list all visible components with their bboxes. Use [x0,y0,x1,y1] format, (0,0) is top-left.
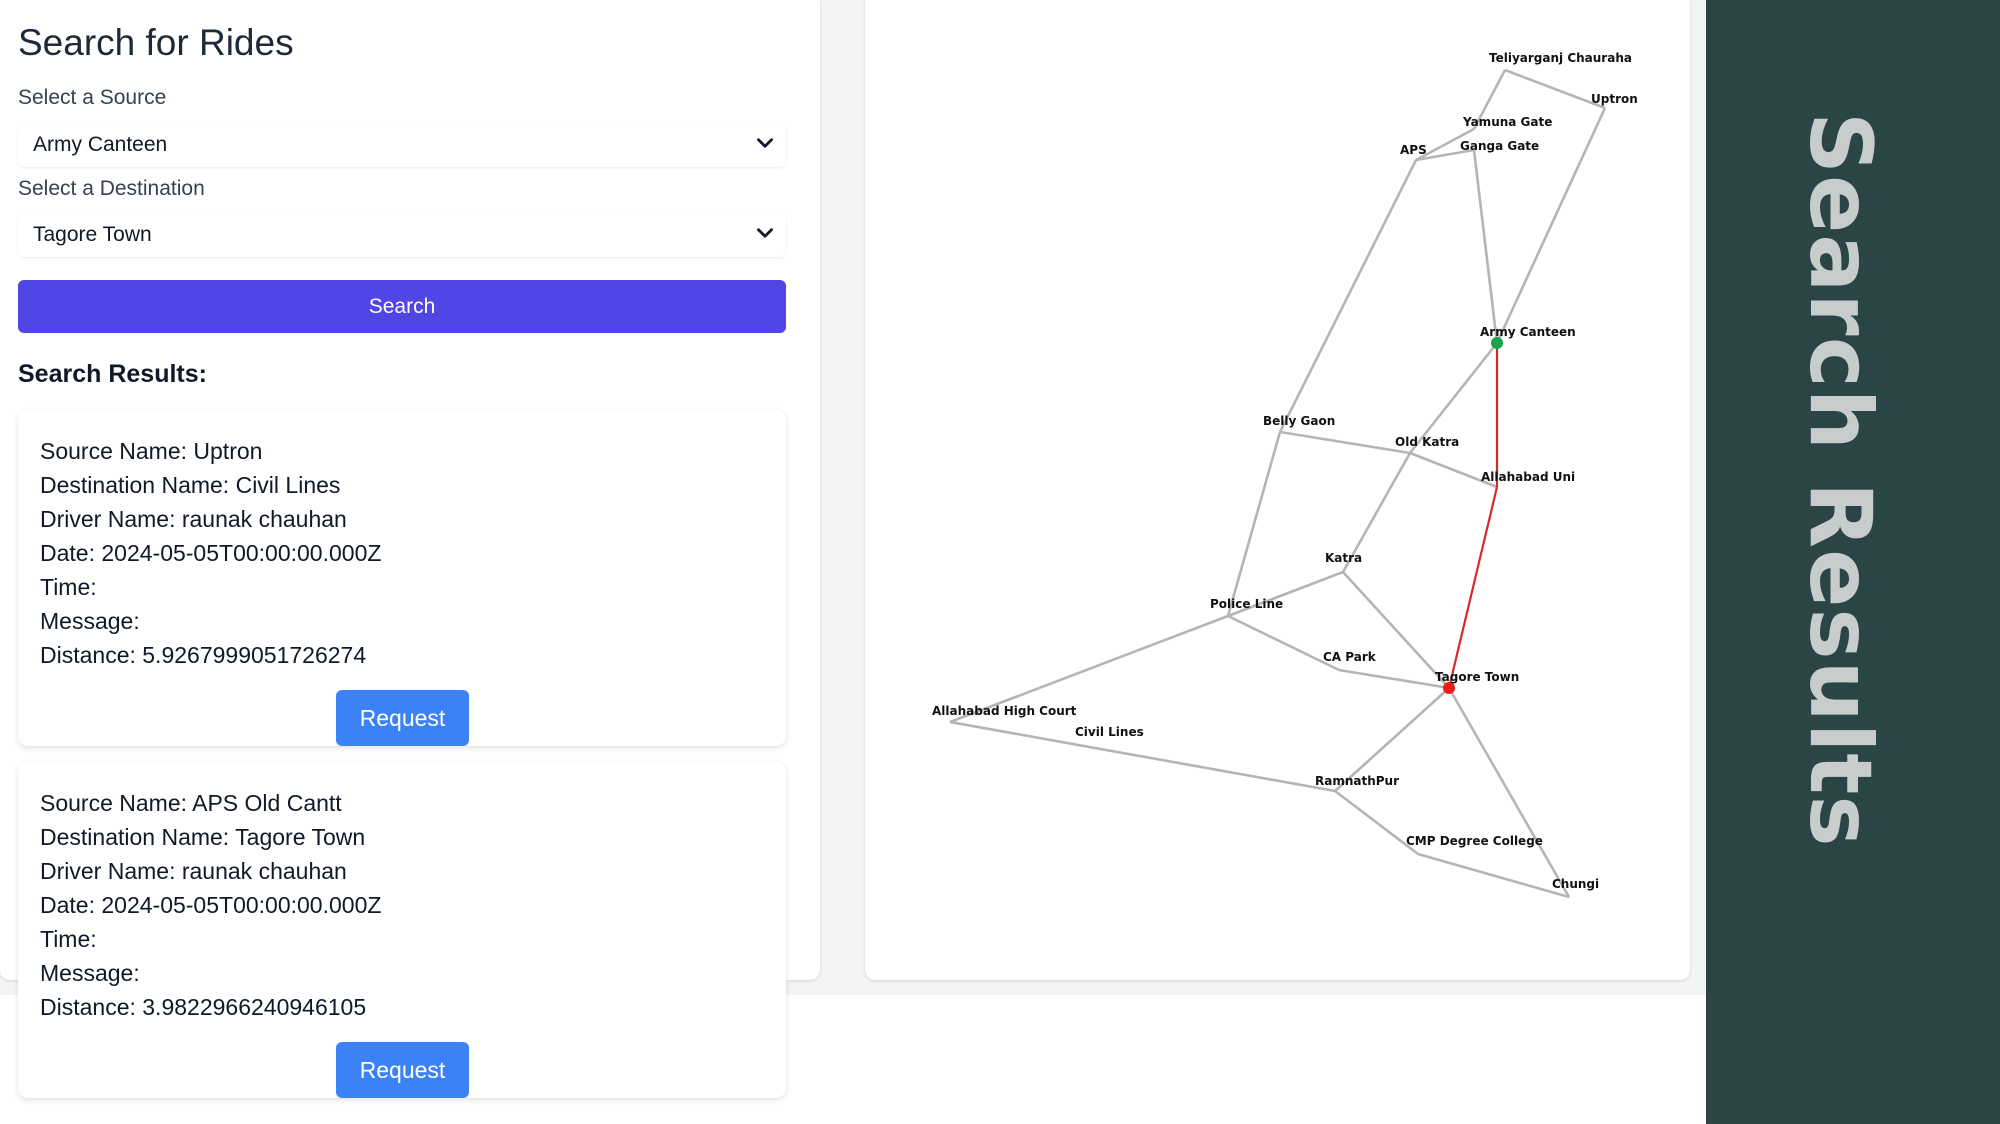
map-edge [1415,127,1475,162]
ride-distance: Distance: 3.9822966240946105 [40,994,367,1020]
map-node-label: Katra [1325,551,1362,565]
map-edge [1338,668,1450,690]
map-node-label: Ganga Gate [1460,139,1539,153]
ride-source: Source Name: APS Old Cantt [40,790,342,816]
map-node-label: Army Canteen [1480,325,1576,339]
map-edge [1447,687,1571,898]
destination-marker [1443,682,1455,694]
map-edge [1409,451,1498,489]
ride-date: Date: 2024-05-05T00:00:00.000Z [40,540,382,566]
map-edge [1226,431,1282,617]
map-node-label: Uptron [1591,92,1638,106]
map-edge [1472,149,1499,344]
map-edge [1415,148,1475,162]
source-select[interactable]: Army Canteen [18,121,786,167]
map-node-label: Allahabad Uni [1481,470,1575,484]
map-node-label: Old Katra [1395,435,1459,449]
chevron-down-icon [757,138,773,148]
destination-label: Select a Destination [18,177,205,200]
map-edge [1495,107,1607,344]
map-node-label: Police Line [1210,597,1283,611]
ride-destination: Destination Name: Tagore Town [40,824,366,850]
ride-driver: Driver Name: raunak chauhan [40,506,347,532]
ride-distance: Distance: 5.9267999051726274 [40,642,367,668]
request-button[interactable]: Request [336,1042,469,1098]
map-edge [949,720,1336,793]
sidebar [1706,0,2000,1124]
map-edge [1278,159,1418,433]
ride-date: Date: 2024-05-05T00:00:00.000Z [40,892,382,918]
source-marker [1491,337,1503,349]
map-node-label: APS [1400,143,1427,157]
ride-time: Time: [40,574,97,600]
map-edge [1408,342,1499,454]
map-node-label: Belly Gaon [1263,414,1335,428]
map-edge [949,614,1229,724]
request-button[interactable]: Request [336,690,469,746]
map-node-label: CMP Degree College [1406,834,1543,848]
ride-card: Source Name: APS Old Cantt Destination N… [18,762,786,1098]
search-button[interactable]: Search [18,280,786,333]
source-label: Select a Source [18,86,167,109]
map-node-label: Allahabad High Court [932,704,1077,718]
map-edge [1334,687,1450,792]
destination-select[interactable]: Tagore Town [18,211,786,257]
ride-time: Time: [40,926,97,952]
map-node-label: CA Park [1323,650,1377,664]
map-edge [1472,69,1507,130]
map-edge [1342,571,1450,689]
sidebar-title: Search Results [1790,112,1890,848]
destination-select-value: Tagore Town [33,223,152,246]
ride-source: Source Name: Uptron [40,438,263,464]
map-node-label: Tagore Town [1435,670,1519,684]
map-node-label: Yamuna Gate [1462,115,1552,129]
map-edge [1341,452,1412,573]
map-edge [1227,570,1344,618]
map-edge [1334,789,1419,856]
results-heading: Search Results: [18,360,207,388]
map-node-label: Teliyarganj Chauraha [1489,51,1632,65]
page-title: Search for Rides [18,22,294,63]
ride-card: Source Name: Uptron Destination Name: Ci… [18,410,786,746]
chevron-down-icon [757,228,773,238]
map-node-label: RamnathPur [1315,774,1399,788]
ride-driver: Driver Name: raunak chauhan [40,858,347,884]
ride-destination: Destination Name: Civil Lines [40,472,341,498]
map-edge [1417,852,1570,899]
ride-message: Message: [40,608,140,634]
map-edge [1227,614,1340,672]
ride-message: Message: [40,960,140,986]
map-edge [1279,430,1411,455]
route-edge [1447,486,1499,689]
map-node-label: Civil Lines [1075,725,1144,739]
source-select-value: Army Canteen [33,133,168,156]
map-node-label: Chungi [1552,877,1599,891]
map-edge [1504,68,1606,110]
